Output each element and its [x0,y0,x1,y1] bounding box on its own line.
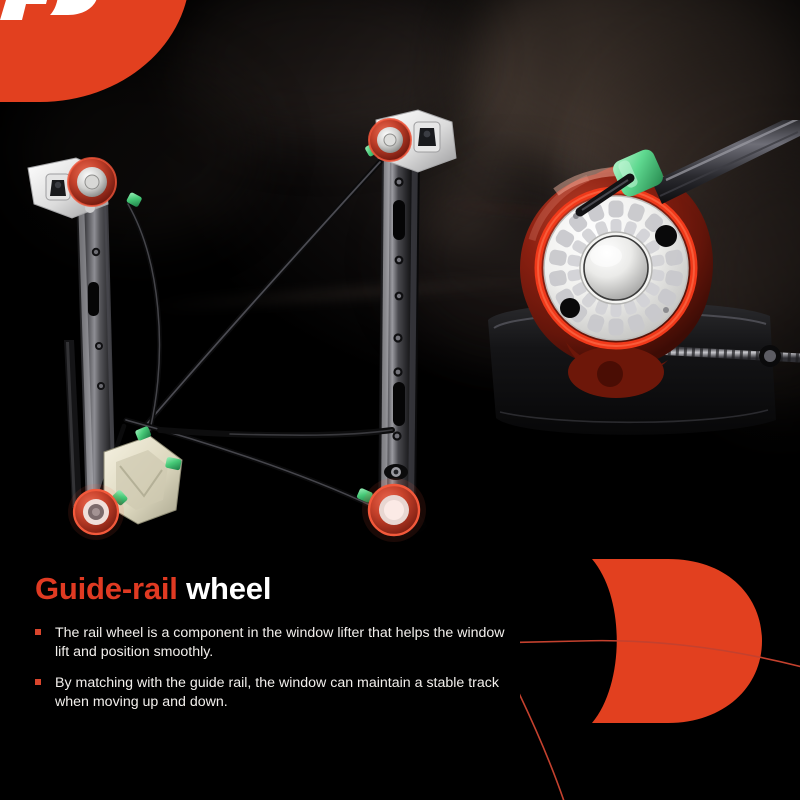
left-rail-wheel-pulley [67,157,117,207]
bullet-text: The rail wheel is a component in the win… [55,624,505,660]
bullet-square-icon [35,628,41,635]
bullet-square-icon [35,679,41,686]
left-rail-backing [64,340,82,508]
magnified-wheel-hub [543,195,689,341]
list-item: The rail wheel is a component in the win… [35,624,505,662]
bottom-right-rail-wheel [367,483,421,537]
page-title: Guide-rail wheel [35,571,505,607]
magnified-wheel-callout [470,112,800,460]
cable-sheath-tube [652,112,800,204]
decorative-p-flag [489,545,800,800]
window-regulator-product [0,100,470,570]
title-rest: wheel [177,571,272,606]
bottom-left-rail-wheel [72,488,120,536]
brand-logo-badge[interactable] [0,0,190,102]
right-guide-rail [378,148,420,512]
list-item: By matching with the guide rail, the win… [35,674,505,712]
cable-into-clip [575,173,635,217]
title-accent: Guide-rail [35,571,178,606]
left-guide-rail [76,196,116,512]
copy-block: Guide-rail wheel The rail wheel is a com… [35,571,505,725]
bullet-text: By matching with the guide rail, the win… [55,675,499,711]
right-rail-wheel-pulley [368,118,412,162]
hp-monogram-logo [0,0,104,34]
feature-bullet-list: The rail wheel is a component in the win… [35,624,505,713]
